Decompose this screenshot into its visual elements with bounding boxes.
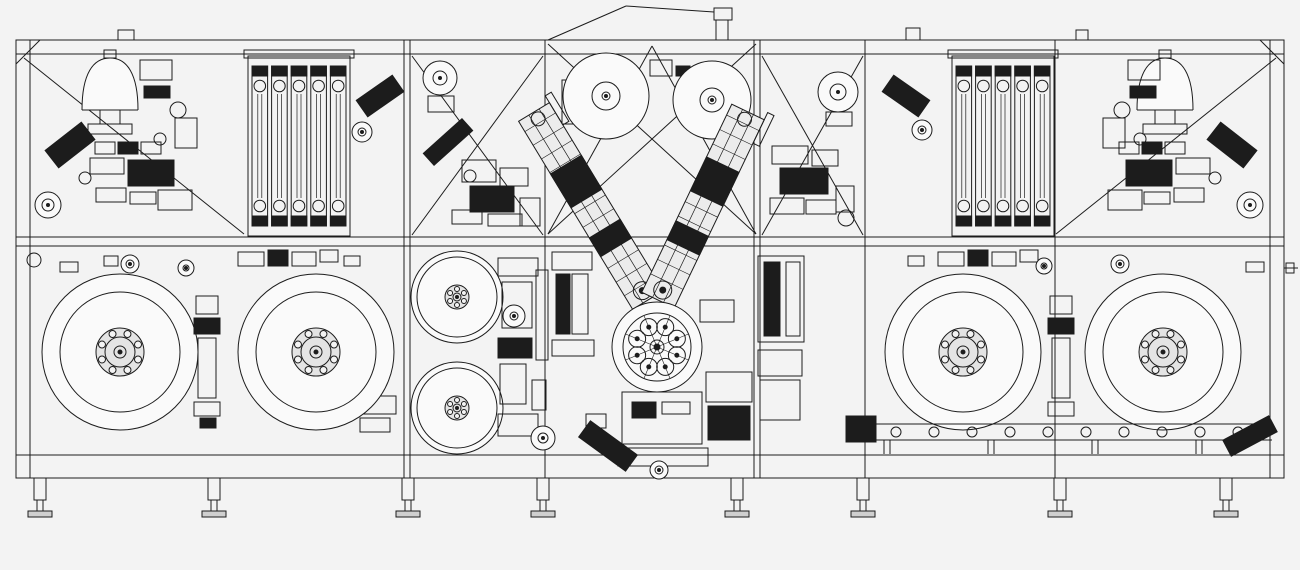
- roller-mr-2: [911, 119, 933, 141]
- winding-turret: [611, 301, 703, 393]
- roller-right-4: [1110, 254, 1130, 274]
- mr-cluster: [769, 145, 855, 227]
- right-top-cluster: [1102, 59, 1222, 211]
- feed-arm-right: [641, 103, 775, 309]
- center-lower-assembly: [585, 255, 805, 467]
- foot-1: [27, 477, 53, 518]
- foot-8: [1213, 477, 1239, 518]
- center-roll-left: [562, 52, 650, 140]
- splice-unit-right: [1047, 295, 1075, 417]
- feeder-right: [1206, 121, 1258, 169]
- foot-6: [850, 477, 876, 518]
- guide-roller-right: [1236, 191, 1264, 219]
- foot-2: [201, 477, 227, 518]
- roller-center-bottom: [530, 425, 556, 451]
- foot-4: [530, 477, 556, 518]
- roller-left-3: [120, 254, 140, 274]
- foot-3: [395, 477, 421, 518]
- reel-right-1: [884, 273, 1042, 431]
- arm-ml: [422, 117, 474, 167]
- discharge-chute: [577, 420, 639, 472]
- top-beam: [15, 39, 1285, 55]
- right-side-stub-box: [1285, 262, 1295, 274]
- discharge-conveyor: [845, 415, 1278, 457]
- foot-5: [724, 477, 750, 518]
- roller-left-4: [177, 259, 195, 277]
- roller-right-3: [1035, 257, 1053, 275]
- feeder-mr: [881, 74, 931, 118]
- reel-ml-1: [410, 250, 504, 344]
- reel-right-2: [1084, 273, 1242, 431]
- foot-7: [1047, 477, 1073, 518]
- feed-arm-left: [517, 91, 665, 311]
- roller-ml-top: [422, 60, 458, 96]
- ml-cluster: [451, 159, 541, 227]
- guide-roller-left: [34, 191, 62, 219]
- roof-lines: [547, 5, 729, 41]
- hopper-left: [81, 49, 139, 135]
- corner-chamfers: [15, 39, 1285, 65]
- roof-fittings: [117, 7, 1089, 41]
- right-mid-row: [907, 249, 1265, 273]
- feeder-left-2: [355, 74, 405, 118]
- left-mid-row: [26, 249, 397, 433]
- reel-left-2: [237, 273, 395, 431]
- roller-mr-mount: [825, 111, 853, 127]
- guide-tower-right: [947, 49, 1059, 237]
- roller-center-bottom-2: [649, 460, 669, 480]
- roller-ml-mount: [427, 95, 455, 113]
- roller-mr-top: [817, 71, 859, 113]
- splice-unit-left: [193, 295, 221, 429]
- center-left-column: [551, 251, 595, 357]
- left-top-cluster: [78, 59, 198, 211]
- guide-tower-left: [243, 49, 355, 237]
- reel-left-1: [41, 273, 199, 431]
- feeder-left: [44, 121, 96, 169]
- base-beam: [15, 454, 1285, 479]
- reel-ml-2: [410, 361, 504, 455]
- roller-left-2: [351, 121, 373, 143]
- mid-beam: [15, 236, 1285, 247]
- roller-ml-right: [502, 304, 526, 328]
- ml-right-column: [497, 257, 549, 437]
